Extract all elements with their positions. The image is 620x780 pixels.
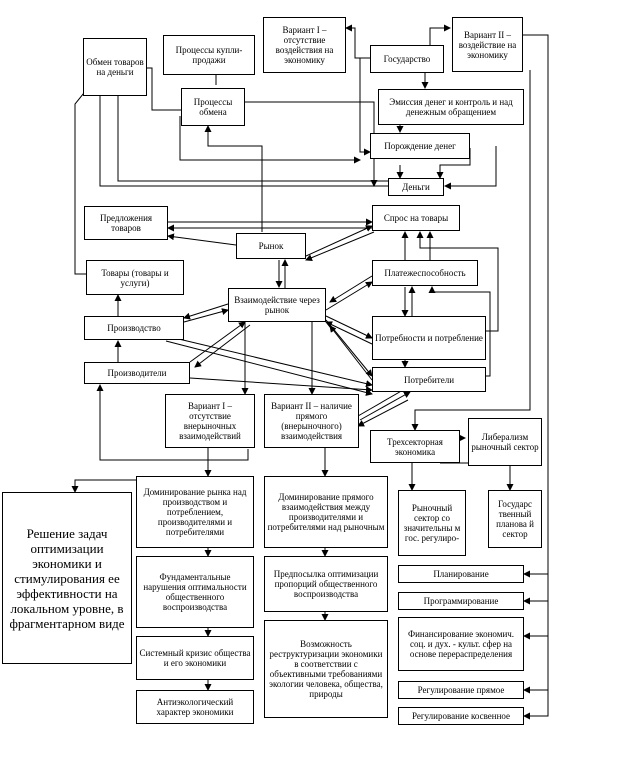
planirovanie-label: Планирование <box>433 569 489 579</box>
variant2-mid-label: Вариант II – наличие прямого (внерыночно… <box>271 401 352 441</box>
regulirovanie-kosvennoe-label: Регулирование косвенное <box>411 711 511 721</box>
rynok-label: Рынок <box>258 241 284 251</box>
emissiya-box: Эмиссия денег и контроль и над денежным … <box>378 89 524 125</box>
spros-label: Спрос на товары <box>383 213 449 223</box>
proizvoditeli-label: Производители <box>107 368 167 378</box>
predlozheniya-label: Предложения товаров <box>99 213 153 233</box>
vzaimodeystvie-box: Взаимодействие через рынок <box>228 288 326 322</box>
reshenie-label: Решение задач оптимизации экономики и ст… <box>9 525 125 631</box>
processy-kupli-label: Процессы купли-продажи <box>175 45 243 65</box>
obmen-tovarov-label: Обмен товаров на деньги <box>86 57 144 77</box>
programmirovanie-label: Программирование <box>423 596 499 606</box>
variant1-top-box: Вариант I – отсутствие воздействия на эк… <box>263 17 346 73</box>
liberalizm-label: Либерализм рыночный сектор <box>471 432 539 452</box>
variant1-mid-box: Вариант I – отсутствие внерыночных взаим… <box>165 394 255 448</box>
finansirovanie-label: Финансирование экономич. соц. и дух. - к… <box>407 629 515 659</box>
antiekologicheskiy-label: Антиэкологический характер экономики <box>156 697 234 717</box>
vozmozhnost-label: Возможность реструктуризации экономики в… <box>269 639 383 699</box>
rynochny-sektor-label: Рыночный сектор со значительны м гос. ре… <box>403 503 461 543</box>
sistemny-krizis-label: Системный кризис общества и его экономик… <box>139 648 251 668</box>
trekhsektornaya-box: Трехсекторная экономика <box>370 430 460 463</box>
vozmozhnost-box: Возможность реструктуризации экономики в… <box>264 620 388 718</box>
dominirovanie-pryamogo-box: Доминирование прямого взаимодействия меж… <box>264 476 388 548</box>
trekhsektornaya-label: Трехсекторная экономика <box>387 436 443 457</box>
gosudarstvenny-sektor-box: Государс твенный планова й сектор <box>488 490 542 548</box>
platezhesposobnost-box: Платежеспособность <box>372 260 478 286</box>
potrebiteli-box: Потребители <box>372 367 486 392</box>
planirovanie-box: Планирование <box>398 565 524 583</box>
programmirovanie-box: Программирование <box>398 592 524 610</box>
reshenie-box: Решение задач оптимизации экономики и ст… <box>2 492 132 664</box>
processy-kupli-box: Процессы купли-продажи <box>163 35 255 75</box>
vzaimodeystvie-label: Взаимодействие через рынок <box>234 295 320 315</box>
proizvoditeli-box: Производители <box>84 362 190 384</box>
processy-obmena-box: Процессы обмена <box>181 88 245 126</box>
potrebnosti-box: Потребности и потребление <box>372 316 486 360</box>
gosudarstvo-box: Государство <box>370 45 444 73</box>
variant1-mid-label: Вариант I – отсутствие внерыночных взаим… <box>179 401 241 441</box>
gosudarstvenny-sektor-label: Государс твенный планова й сектор <box>496 499 534 539</box>
processy-obmena-label: Процессы обмена <box>193 97 233 117</box>
tovary-label: Товары (товары и услуги) <box>101 267 169 288</box>
tovary-box: Товары (товары и услуги) <box>86 260 184 295</box>
potrebiteli-label: Потребители <box>403 374 455 385</box>
variant2-top-box: Вариант II – воздействие на экономику <box>452 17 523 72</box>
fundamentalnye-label: Фундаментальные нарушения оптимальности … <box>143 572 247 612</box>
antiekologicheskiy-box: Антиэкологический характер экономики <box>136 690 254 724</box>
proizvodstvo-box: Производство <box>84 316 184 340</box>
proizvodstvo-label: Производство <box>107 323 161 333</box>
dengi-label: Деньги <box>402 182 430 192</box>
regulirovanie-pryamoe-label: Регулирование прямое <box>417 685 505 695</box>
platezhesposobnost-label: Платежеспособность <box>384 268 466 278</box>
rynochny-sektor-box: Рыночный сектор со значительны м гос. ре… <box>398 490 466 556</box>
regulirovanie-pryamoe-box: Регулирование прямое <box>398 681 524 699</box>
finansirovanie-box: Финансирование экономич. соц. и дух. - к… <box>398 617 524 671</box>
emissiya-label: Эмиссия денег и контроль и над денежным … <box>389 97 513 117</box>
porozhdenie-box: Порождение денег <box>370 133 470 159</box>
sistemny-krizis-box: Системный кризис общества и его экономик… <box>136 636 254 680</box>
variant1-top-label: Вариант I – отсутствие воздействия на эк… <box>275 25 334 65</box>
dominirovanie-rynka-label: Доминирование рынка над производством и … <box>143 487 247 537</box>
regulirovanie-kosvennoe-box: Регулирование косвенное <box>398 707 524 725</box>
variant2-top-label: Вариант II – воздействие на экономику <box>458 29 517 60</box>
spros-box: Спрос на товары <box>372 205 460 231</box>
dominirovanie-pryamogo-label: Доминирование прямого взаимодействия меж… <box>267 492 385 532</box>
liberalizm-box: Либерализм рыночный сектор <box>468 418 542 466</box>
variant2-mid-box: Вариант II – наличие прямого (внерыночно… <box>264 394 359 448</box>
porozhdenie-label: Порождение денег <box>384 141 456 151</box>
fundamentalnye-box: Фундаментальные нарушения оптимальности … <box>136 556 254 628</box>
potrebnosti-label: Потребности и потребление <box>375 333 483 343</box>
dominirovanie-rynka-box: Доминирование рынка над производством и … <box>136 476 254 548</box>
gosudarstvo-label: Государство <box>383 54 431 64</box>
dengi-box: Деньги <box>388 178 444 196</box>
rynok-box: Рынок <box>236 233 306 259</box>
obmen-tovarov-box: Обмен товаров на деньги <box>83 38 147 96</box>
predlozheniya-box: Предложения товаров <box>84 206 168 240</box>
predposylka-label: Предпосылка оптимизации пропорций общест… <box>273 569 379 599</box>
predposylka-box: Предпосылка оптимизации пропорций общест… <box>264 556 388 612</box>
